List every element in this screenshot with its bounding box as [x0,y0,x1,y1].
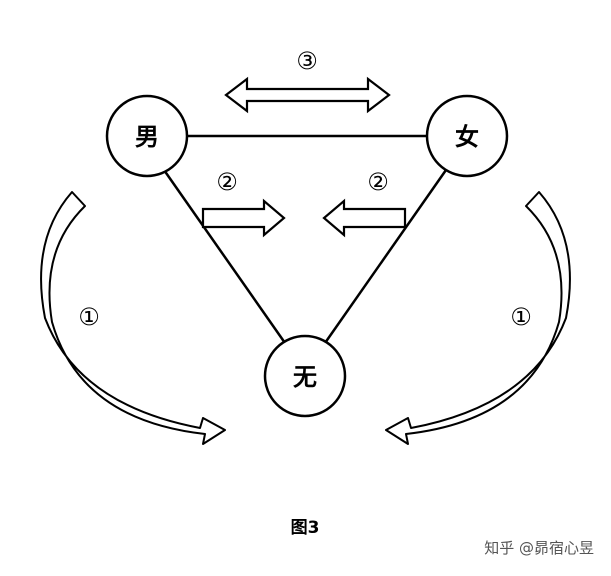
node-male: 男 [105,94,189,178]
curved-arrow-right-icon [385,191,571,445]
curved-arrow-left-icon [40,191,226,445]
label-outer-left: ① [78,303,100,331]
node-male-label: 男 [135,122,159,151]
arrow-left-icon [322,198,407,238]
node-female-label: 女 [455,122,479,151]
arrow-right-icon [201,198,286,238]
label-inner-left: ② [216,168,238,196]
node-female: 女 [425,94,509,178]
node-none-label: 无 [293,362,317,391]
node-none: 无 [263,334,347,418]
edge-female-none [323,169,448,344]
label-inner-right: ② [367,168,389,196]
figure-caption: 图3 [291,518,320,538]
label-outer-right: ① [510,303,532,331]
watermark: 知乎 @昴宿心昱 [484,539,594,557]
edge-male-none [162,169,287,344]
label-top: ③ [296,47,318,75]
double-arrow-icon [224,76,391,114]
